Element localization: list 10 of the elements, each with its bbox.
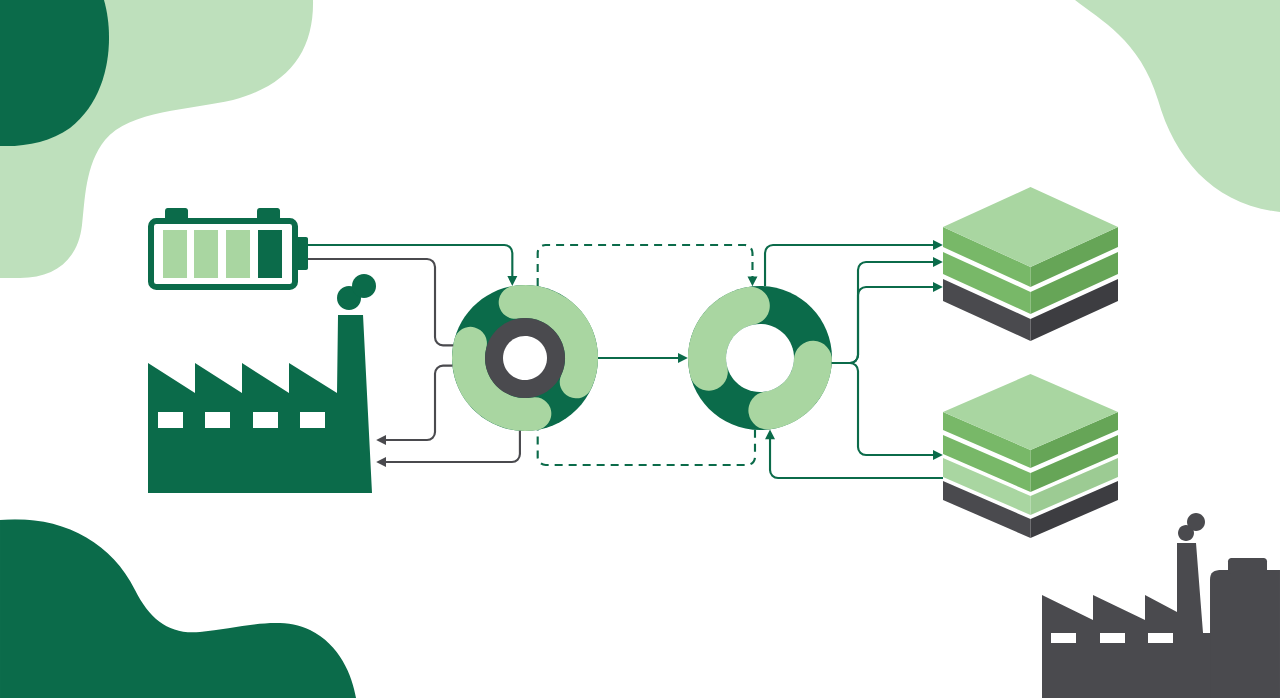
layer-stack-icon — [943, 187, 1118, 341]
factory-icon — [1042, 513, 1280, 698]
dashed-arrow — [536, 243, 758, 287]
ring-icon — [452, 285, 598, 431]
factory-icon — [148, 274, 376, 493]
ring-icon — [688, 286, 832, 430]
connector-line — [308, 257, 454, 347]
layer-stack-icon — [943, 374, 1118, 538]
dashed-line — [536, 429, 757, 467]
battery-icon — [148, 208, 308, 290]
